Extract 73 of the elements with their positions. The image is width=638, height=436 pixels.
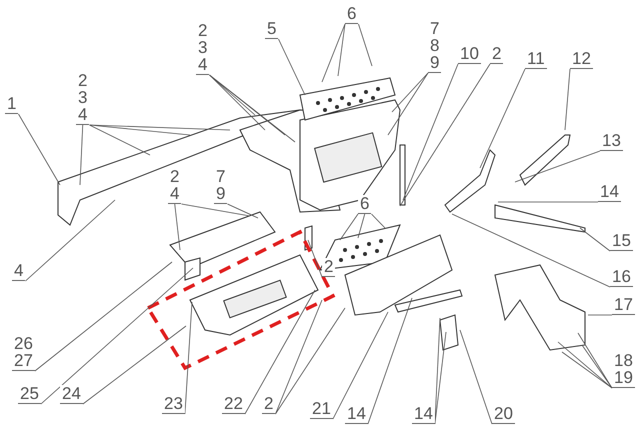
leader-line (338, 24, 346, 76)
callout-number: 14 (412, 405, 435, 424)
leader-line (89, 124, 150, 156)
leader-line (452, 214, 610, 288)
leader-line (275, 308, 346, 414)
leader-line (278, 38, 306, 96)
leader-line (174, 204, 180, 250)
callout-number: 16 (610, 268, 633, 287)
leader-line (80, 124, 84, 186)
leader-line (18, 114, 60, 186)
leader-line (564, 68, 570, 130)
callout-number: 4 (12, 262, 26, 281)
callout-number: 21 (310, 400, 333, 419)
leader-line (580, 228, 610, 252)
callout-number: 23 (162, 395, 185, 414)
leader-line (209, 74, 266, 130)
leader-line (209, 74, 296, 142)
leader-line (400, 64, 490, 206)
callout-number: 11 (525, 50, 547, 69)
leader-line (480, 68, 526, 168)
leader-line (25, 200, 116, 282)
callout-number: 2 4 (168, 168, 182, 204)
callout-number: 25 (18, 385, 41, 404)
callout-number: 20 (492, 405, 515, 424)
leader-line (558, 342, 612, 388)
leader-line (308, 240, 322, 278)
callout-number: 14 (345, 405, 368, 424)
leader-line (562, 352, 612, 388)
callout-number: 2 (262, 395, 276, 414)
leader-line (358, 24, 372, 66)
callout-number: 18 19 (612, 352, 635, 388)
leader-line (582, 344, 612, 388)
leader-line (514, 150, 600, 182)
leader-line (244, 290, 316, 414)
callout-number: 7 9 (214, 168, 228, 204)
callout-number: 5 (265, 20, 278, 39)
callout-number: 2 3 4 (76, 72, 90, 125)
callout-number: 15 (610, 232, 633, 251)
callout-number: 2 (322, 258, 336, 277)
callout-number: 2 3 4 (196, 22, 210, 75)
leader-line (322, 24, 346, 82)
callout-number: 6 (358, 195, 372, 214)
leader-line (392, 72, 428, 112)
leader-line (460, 330, 492, 424)
callout-number: 22 (222, 395, 245, 414)
leader-line (332, 312, 388, 420)
leader-line (40, 268, 194, 404)
leader-line (227, 204, 258, 218)
leader-line (371, 214, 386, 228)
leader-line (340, 214, 358, 240)
callout-number: 7 8 9 (428, 20, 442, 73)
callout-number: 10 (458, 45, 481, 64)
callout-number: 12 (570, 50, 593, 69)
callout-number: 2 (490, 45, 504, 64)
callout-number: 1 (5, 95, 18, 114)
leader-line (181, 204, 250, 216)
leader-line (34, 262, 172, 372)
leader-line (89, 124, 230, 130)
leader-line (82, 326, 186, 404)
leader-line (368, 298, 412, 424)
leader-line (402, 64, 458, 200)
callout-number: 24 (60, 385, 83, 404)
callout-number: 14 (598, 183, 621, 202)
callout-number: 17 (612, 296, 635, 315)
callout-number: 6 (345, 5, 358, 24)
callout-number: 26 27 (12, 335, 35, 371)
leader-line (388, 72, 428, 136)
leader-line (588, 314, 612, 316)
leader-line (358, 214, 366, 238)
leader-line (578, 332, 612, 388)
leader-line (434, 332, 446, 424)
leader-line (275, 300, 322, 414)
callout-number: 13 (600, 132, 623, 151)
